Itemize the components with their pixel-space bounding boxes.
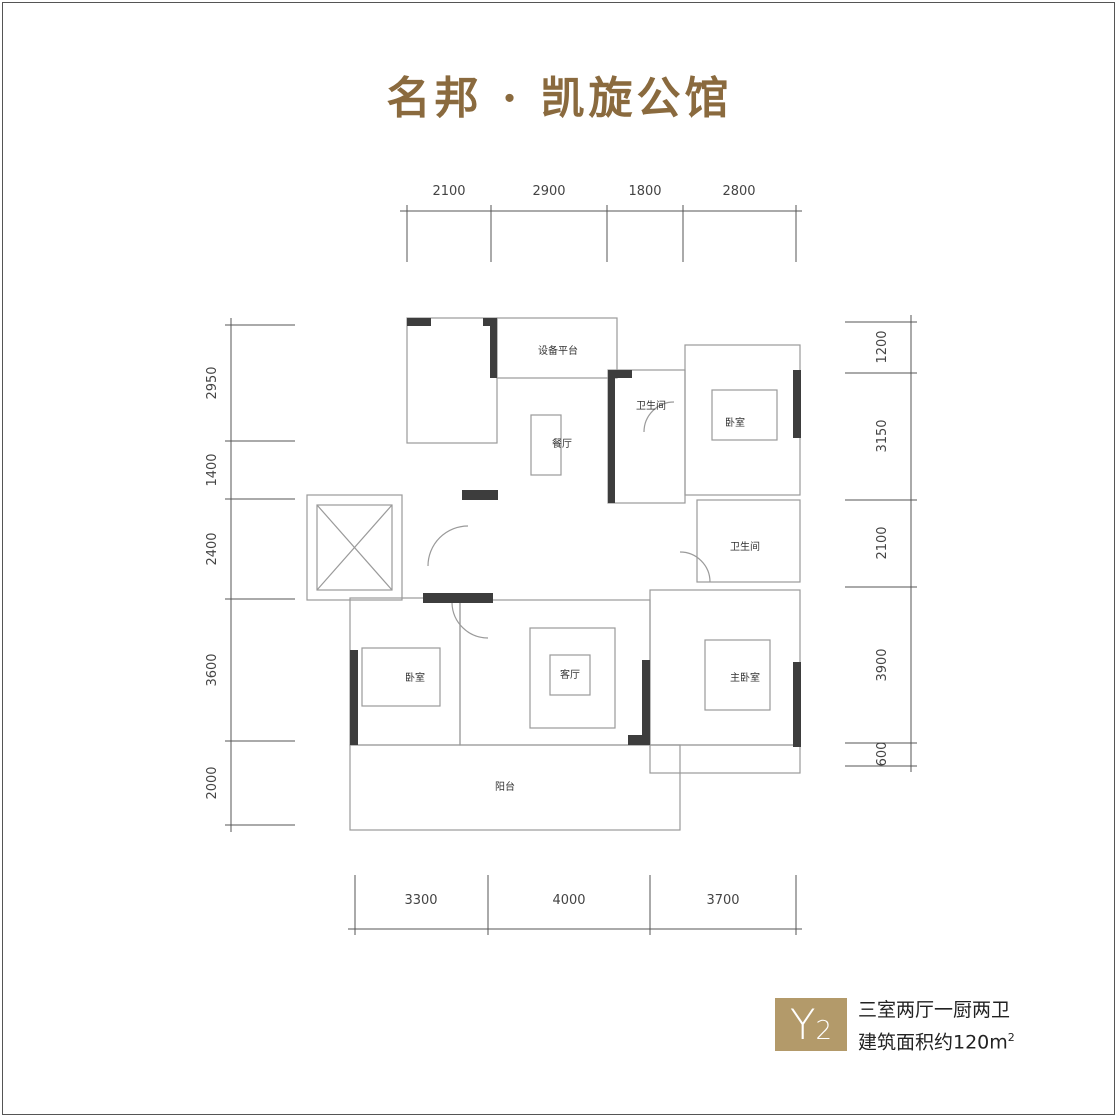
room-label-bedroom-1: 卧室 xyxy=(725,416,745,429)
room-label-bedroom-2: 卧室 xyxy=(405,671,425,684)
room-label-bathroom-2: 卫生间 xyxy=(730,540,760,553)
room-label-balcony: 阳台 xyxy=(495,780,515,793)
dim-top-4: 2800 xyxy=(722,184,755,199)
unit-code-badge: Y2 xyxy=(775,998,847,1051)
dimension-lines xyxy=(225,205,917,935)
room-label-dining: 餐厅 xyxy=(552,437,572,450)
dim-bottom-2: 4000 xyxy=(552,893,585,908)
dim-left-5: 2000 xyxy=(205,766,220,799)
unit-area: 建筑面积约120m2 xyxy=(858,1024,1015,1056)
dim-left-3: 2400 xyxy=(205,532,220,565)
project-title: 名邦 · 凯旋公馆 xyxy=(386,73,733,124)
unit-area-text: 建筑面积约120m xyxy=(858,1031,1008,1054)
dim-top-3: 1800 xyxy=(628,184,661,199)
room-label-living: 客厅 xyxy=(560,668,580,681)
room-label-equipment-platform: 设备平台 xyxy=(538,344,578,357)
plan-walls xyxy=(306,317,801,831)
dim-bottom-3: 3700 xyxy=(706,893,739,908)
dim-left-2: 1400 xyxy=(205,453,220,486)
structural-columns xyxy=(350,318,801,747)
dim-left-1: 2950 xyxy=(205,366,220,399)
room-label-master-bedroom: 主卧室 xyxy=(730,671,760,684)
dim-right-2: 3150 xyxy=(875,419,890,452)
unit-area-sup: 2 xyxy=(1007,1031,1015,1044)
dim-right-3: 2100 xyxy=(875,526,890,559)
dim-top-1: 2100 xyxy=(432,184,465,199)
dim-right-1: 1200 xyxy=(875,330,890,363)
dim-bottom-1: 3300 xyxy=(404,893,437,908)
dim-top-2: 2900 xyxy=(532,184,565,199)
unit-layout: 三室两厅一厨两卫 xyxy=(858,999,1011,1021)
dim-left-4: 3600 xyxy=(205,653,220,686)
dim-right-5: 600 xyxy=(875,742,890,767)
room-label-bathroom-1: 卫生间 xyxy=(636,399,666,412)
unit-info: 三室两厅一厨两卫 建筑面积约120m2 xyxy=(858,996,1015,1056)
dim-right-4: 3900 xyxy=(875,648,890,681)
unit-code-number: 2 xyxy=(815,1016,833,1046)
unit-code-letter: Y xyxy=(789,1000,816,1049)
